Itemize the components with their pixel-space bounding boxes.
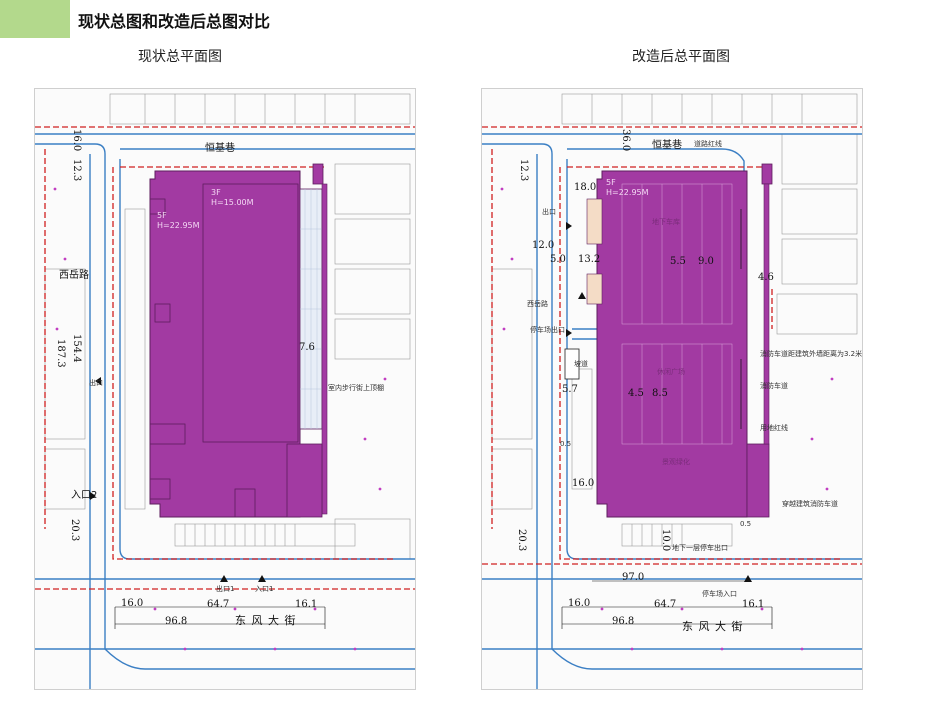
left-road-west-label: 西岳路: [59, 270, 89, 281]
right-dim-97-0: 97.0: [622, 572, 645, 583]
right-building-height: H=22.95M: [606, 188, 649, 197]
right-dim-16-0-b: 16.0: [568, 598, 591, 609]
left-road-lines: [35, 133, 415, 689]
right-survey-points: [500, 187, 834, 651]
left-street-bottom-label: 东 风 大 街: [235, 614, 297, 627]
right-green-label: 景观绿化: [662, 458, 690, 466]
right-parking-stalls: [571, 368, 733, 547]
left-dim-16-0: 16.0: [121, 598, 144, 609]
right-dim-64-7: 64.7: [654, 599, 677, 610]
right-dim-4-6: 4.6: [758, 272, 774, 283]
left-building-floors: 5F: [157, 211, 167, 220]
left-entrance1-label: 入口1: [255, 585, 274, 593]
right-plaza-label: 休闲广场: [657, 368, 685, 376]
right-street-top-label: 恒基巷: [652, 140, 682, 151]
right-dimension-lines: [561, 580, 773, 629]
right-fire-distance-note: 消防车道距建筑外墙距离为3.2米: [760, 350, 863, 358]
left-entrance-markers: [90, 377, 266, 582]
right-dim-0-5-a: 0.5: [560, 440, 572, 448]
left-survey-points: [53, 187, 387, 651]
left-main-building: [149, 163, 328, 518]
left-dimension-lines: [114, 606, 326, 629]
left-building2-floors: 3F: [211, 188, 221, 197]
left-dim-12-3: 12.3: [71, 159, 82, 182]
left-site-plan: 恒基巷 西岳路 5F H=22.95M 3F H=15.00M 室内步行街上顶棚…: [34, 88, 416, 690]
right-dim-16-0-a: 16.0: [572, 478, 595, 489]
right-ug-exit-label: 地下一层停车出口: [672, 544, 728, 552]
right-underground-label: 地下车库: [652, 218, 680, 226]
right-dim-9-0: 9.0: [698, 256, 714, 267]
right-fire-lane-label: 消防车道: [760, 382, 788, 390]
left-dim-187-3: 187.3: [55, 339, 66, 368]
left-dim-16-1: 16.1: [295, 599, 318, 610]
right-dim-0-5-b: 0.5: [740, 520, 752, 528]
right-dim-13-2: 13.2: [578, 254, 601, 265]
right-dim-96-8: 96.8: [612, 616, 635, 627]
left-exit1-label: 出口1: [216, 585, 235, 593]
left-dim-20-3: 20.3: [69, 519, 80, 542]
right-dim-12-3: 12.3: [518, 159, 529, 182]
right-dim-5-0: 5.0: [550, 254, 566, 265]
left-site-plan-drawing: [35, 93, 415, 689]
right-road-west-label: 西岳路: [527, 300, 548, 308]
right-building-floors: 5F: [606, 178, 616, 187]
right-fire-lane2-label: 穿越建筑消防车道: [782, 500, 838, 508]
right-dim-10-0: 10.0: [660, 529, 671, 552]
left-dim-64-7: 64.7: [207, 599, 230, 610]
right-dim-20-3: 20.3: [516, 529, 527, 552]
right-dim-16-1: 16.1: [742, 599, 765, 610]
left-dim-154-4: 154.4: [71, 334, 82, 363]
right-dim-4-5: 4.5: [628, 388, 644, 399]
right-dim-18-0: 18.0: [574, 182, 597, 193]
left-entrance2-label: 入口2: [71, 490, 98, 501]
right-street-bottom-label: 东 风 大 街: [682, 620, 744, 633]
right-red-lines: [482, 126, 862, 565]
left-walkway-label: 室内步行街上顶棚: [328, 384, 384, 392]
right-site-plan: 恒基巷 道路红线 5F H=22.95M 西岳路 出口 停车场出口 18.0 1…: [481, 88, 863, 690]
left-map-title: 现状总平面图: [138, 49, 222, 65]
right-dim-8-5: 8.5: [652, 388, 668, 399]
right-dim-5-7: 5.7: [562, 384, 578, 395]
right-redline-label: 道路红线: [694, 140, 722, 148]
slide-title: 现状总图和改造后总图对比: [78, 12, 271, 31]
left-red-lines: [35, 126, 415, 590]
right-map-title: 改造后总平面图: [632, 49, 730, 65]
left-street-top-label: 恒基巷: [205, 143, 235, 154]
right-site-line-label: 用地红线: [760, 424, 788, 432]
right-dim-12-0: 12.0: [532, 240, 555, 251]
right-site-plan-drawing: [482, 93, 862, 689]
left-exit-label: 出口: [89, 379, 103, 387]
right-ramp-label: 坡道: [574, 360, 588, 368]
left-dim-7-6: 7.6: [299, 342, 315, 353]
right-dim-36-0: 36.0: [620, 129, 631, 152]
left-dim-16: 16.0: [71, 129, 82, 152]
left-building2-height: H=15.00M: [211, 198, 254, 207]
right-parking-entry-label: 停车场入口: [702, 590, 737, 598]
left-building-height: H=22.95M: [157, 221, 200, 230]
right-dim-5-5: 5.5: [670, 256, 686, 267]
right-exit-label: 出口: [542, 208, 556, 216]
left-neighborhood-blocks: [44, 93, 411, 560]
right-entrance-markers: [566, 222, 752, 582]
left-parking-stalls: [124, 208, 356, 547]
right-main-building: [564, 163, 773, 518]
header-accent-band: [0, 0, 70, 38]
right-parking-exit-label: 停车场出口: [530, 326, 565, 334]
left-dim-96-8: 96.8: [165, 616, 188, 627]
